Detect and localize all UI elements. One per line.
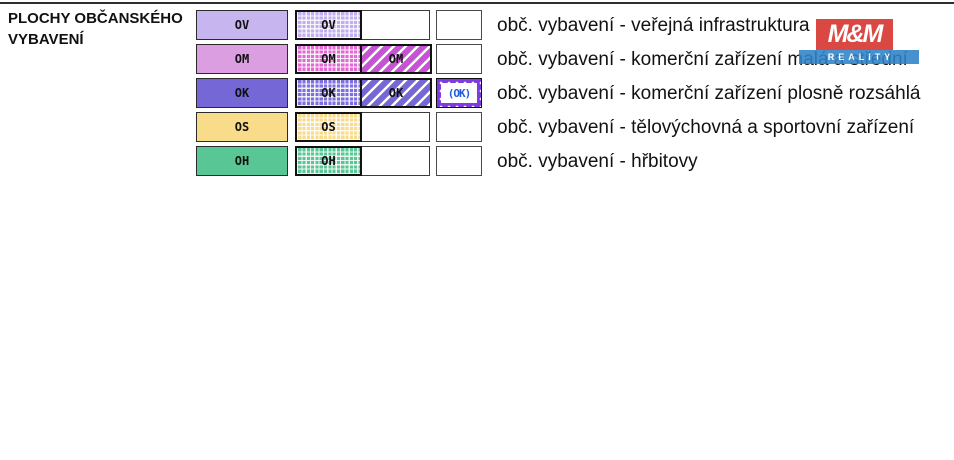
page-title-line1: PLOCHY OBČANSKÉHO [8,10,183,27]
swatch-om-solid-label: OM [234,52,250,66]
swatch-ov-grid-label: OV [321,18,336,32]
swatch-ov-solid-label: OV [234,18,250,32]
swatch-oh-grid: OH [295,146,362,176]
swatch-os-empty-box [436,112,482,142]
top-divider [0,2,954,4]
legend-label-ov: obč. vybavení - veřejná infrastruktura [497,15,810,36]
legend-label-oh: obč. vybavení - hřbitovy [497,151,698,172]
swatch-om-stripes: OM [362,44,432,74]
swatch-ok-overlay-label: (OK) [441,83,477,103]
legend-row-ov: OV OV obč. vybavení - veřejná infrastruk… [0,10,954,40]
swatch-ov-solid: OV [196,10,288,40]
swatch-oh-solid: OH [196,146,288,176]
legend-label-os: obč. vybavení - tělovýchovná a sportovní… [497,117,915,138]
mm-reality-logo-wordmark: REALITY [799,50,919,64]
swatch-ok-solid-label: OK [234,86,250,100]
swatch-om-solid: OM [196,44,288,74]
legend-row-ok: OK OK OK (OK) obč. vybavení - komerční z… [0,78,954,108]
swatch-oh-pattern-box: OH [295,146,430,176]
legend-row-oh: OH OH obč. vybavení - hřbitovy [0,146,954,176]
swatch-ok-stripes-label: OK [388,86,404,100]
page-title: PLOCHY OBČANSKÉHO VYBAVENÍ [8,8,188,50]
swatch-os-grid-label: OS [321,120,336,134]
swatch-om-stripes-label: OM [388,52,404,66]
swatch-ok-grid-label: OK [321,86,336,100]
swatch-oh-solid-label: OH [234,154,250,168]
mm-reality-logo: M&M REALITY [799,19,919,64]
swatch-om-grid: OM [295,44,362,74]
legend-row-os: OS OS obč. vybavení - tělovýchovná a spo… [0,112,954,142]
legend-label-ok: obč. vybavení - komerční zařízení plosně… [497,83,921,104]
swatch-oh-empty-box [436,146,482,176]
swatch-os-solid: OS [196,112,288,142]
swatch-ov-pattern-box: OV [295,10,430,40]
swatch-ov-empty-box [436,10,482,40]
swatch-ok-pattern-box: OK OK [295,78,432,108]
swatch-ov-grid: OV [295,10,362,40]
swatch-os-grid: OS [295,112,362,142]
swatch-ok-grid: OK [295,78,362,108]
swatch-ok-overlay-box: (OK) [436,78,482,108]
swatch-om-pattern-box: OM OM [295,44,432,74]
swatch-ok-stripes: OK [362,78,432,108]
mm-reality-logo-mark: M&M [816,19,893,50]
swatch-om-empty-box [436,44,482,74]
swatch-om-grid-label: OM [321,52,336,66]
page-title-line2: VYBAVENÍ [8,31,84,48]
legend-row-om: OM OM OM obč. vybavení - komerční zaříze… [0,44,954,74]
swatch-oh-grid-label: OH [321,154,336,168]
swatch-os-solid-label: OS [234,120,250,134]
swatch-ok-solid: OK [196,78,288,108]
swatch-os-pattern-box: OS [295,112,430,142]
